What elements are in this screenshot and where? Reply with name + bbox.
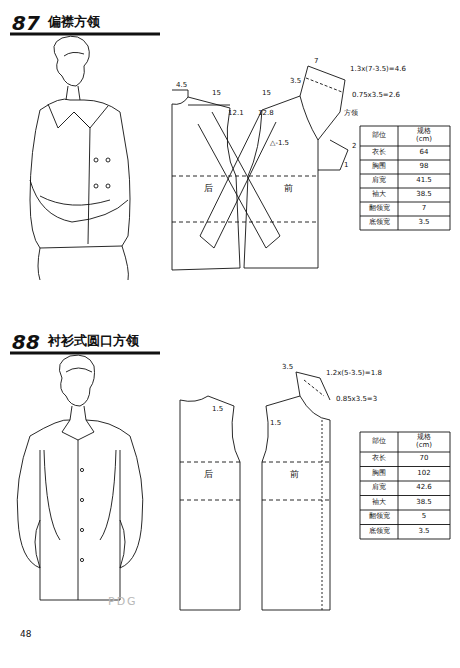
table-cell: 5 bbox=[422, 513, 426, 521]
pattern-87 bbox=[172, 66, 348, 270]
table-cell: 102 bbox=[417, 470, 430, 478]
table-cell: 肩宽 bbox=[372, 177, 386, 185]
table-cell: 98 bbox=[420, 163, 429, 171]
table-rule bbox=[360, 452, 450, 453]
table-rule bbox=[360, 146, 450, 147]
piece-name: 后 bbox=[204, 470, 213, 480]
watermark: PDG bbox=[108, 596, 138, 608]
table-cell: 袖大 bbox=[372, 191, 386, 199]
section-title: 偏襟方领 bbox=[48, 15, 100, 29]
formula: 0.85x3.5=3 bbox=[336, 396, 377, 404]
table-rule bbox=[360, 539, 450, 540]
table-cell: 38.5 bbox=[416, 191, 432, 199]
figure-87 bbox=[30, 36, 130, 280]
table-rule bbox=[360, 510, 450, 511]
table-cell: 42.6 bbox=[416, 484, 432, 492]
table-header: 规格 (cm) bbox=[409, 128, 439, 143]
table-cell: 衣长 bbox=[372, 149, 386, 157]
piece-name: 前 bbox=[284, 184, 293, 194]
table-header: 部位 bbox=[372, 132, 386, 140]
dimension: 12.8 bbox=[258, 110, 274, 118]
table-cell: 衣长 bbox=[372, 455, 386, 463]
table-rule bbox=[398, 432, 399, 539]
table-rule bbox=[360, 126, 450, 127]
table-header: 部位 bbox=[372, 438, 386, 446]
section-number: 87 bbox=[12, 12, 40, 34]
table-rule bbox=[450, 432, 451, 539]
dimension: 15 bbox=[212, 90, 221, 98]
table-rule bbox=[360, 481, 450, 482]
table-rule bbox=[360, 524, 450, 525]
dimension: 4.5 bbox=[176, 82, 187, 90]
dimension: 3.5 bbox=[282, 364, 293, 372]
dimension: 1 bbox=[344, 162, 348, 170]
section-title: 衬衫式圆口方领 bbox=[48, 334, 139, 348]
table-rule bbox=[360, 216, 450, 217]
table-rule bbox=[360, 432, 450, 433]
formula: 1.2x(5-3.5)=1.8 bbox=[326, 370, 382, 378]
dimension: 2 bbox=[352, 143, 356, 151]
table-rule bbox=[360, 160, 450, 161]
spec-table-grid bbox=[360, 126, 450, 539]
table-header: 规格 (cm) bbox=[409, 434, 439, 449]
table-rule bbox=[450, 126, 451, 230]
section-number: 88 bbox=[12, 331, 40, 353]
dimension: 1.5 bbox=[212, 406, 223, 414]
dimension: 15 bbox=[262, 90, 271, 98]
pattern-88 bbox=[180, 372, 330, 610]
table-cell: 41.5 bbox=[416, 177, 432, 185]
table-cell: 袖大 bbox=[372, 499, 386, 507]
table-rule bbox=[360, 188, 450, 189]
dimension: △-1.5 bbox=[270, 140, 289, 148]
table-cell: 64 bbox=[420, 149, 429, 157]
table-rule bbox=[360, 230, 450, 231]
table-cell: 3.5 bbox=[418, 528, 429, 536]
table-cell: 肩宽 bbox=[372, 484, 386, 492]
table-rule bbox=[360, 432, 361, 539]
table-cell: 7 bbox=[422, 205, 426, 213]
collar-name: 方领 bbox=[344, 110, 358, 118]
table-rule bbox=[360, 126, 361, 230]
table-rule bbox=[360, 495, 450, 496]
page-number: 48 bbox=[20, 630, 31, 640]
table-rule bbox=[360, 202, 450, 203]
dimension: 1.5 bbox=[270, 420, 281, 428]
table-cell: 胸围 bbox=[372, 470, 386, 478]
table-cell: 翻领宽 bbox=[369, 205, 390, 213]
table-rule bbox=[360, 466, 450, 467]
table-cell: 胸围 bbox=[372, 163, 386, 171]
table-cell: 3.5 bbox=[418, 219, 429, 227]
table-cell: 翻领宽 bbox=[369, 513, 390, 521]
table-cell: 38.5 bbox=[416, 499, 432, 507]
dimension: 7 bbox=[314, 58, 318, 66]
table-rule bbox=[398, 126, 399, 230]
dimension: 12.1 bbox=[228, 110, 244, 118]
table-rule bbox=[360, 174, 450, 175]
piece-name: 后 bbox=[204, 184, 213, 194]
table-cell: 底领宽 bbox=[369, 528, 390, 536]
dimension: 3.5 bbox=[290, 78, 301, 86]
figure-88 bbox=[17, 355, 143, 600]
table-cell: 底领宽 bbox=[369, 219, 390, 227]
formula: 0.75x3.5=2.6 bbox=[352, 92, 400, 100]
table-cell: 70 bbox=[420, 455, 429, 463]
formula: 1.3x(7-3.5)=4.6 bbox=[350, 66, 406, 74]
piece-name: 前 bbox=[290, 470, 299, 480]
